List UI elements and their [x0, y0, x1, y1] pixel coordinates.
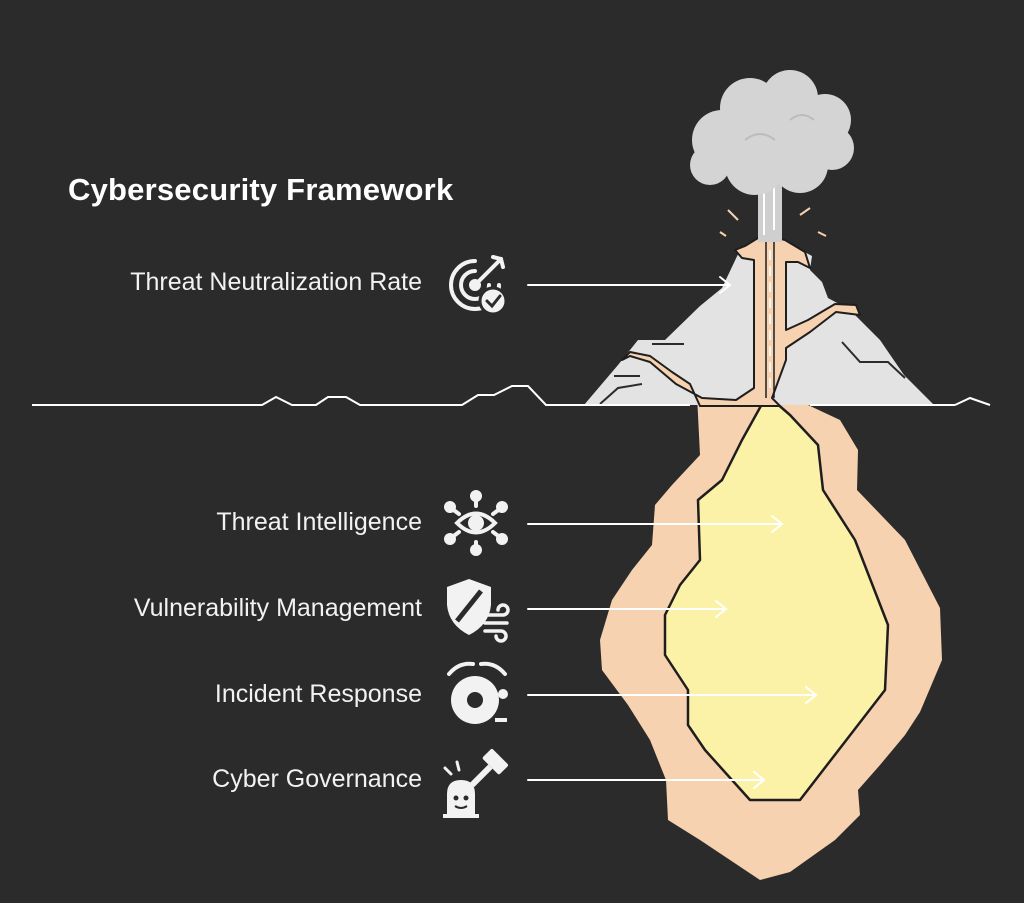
cloud-detail — [789, 114, 815, 121]
label-incident-response: Incident Response — [214, 680, 422, 708]
shield-wind-icon — [447, 579, 510, 643]
arrow-vulnerability-management — [527, 600, 728, 618]
rock-detail — [599, 383, 643, 405]
ground-line — [32, 385, 690, 406]
spark — [817, 231, 827, 237]
arrow-threat-intelligence — [527, 515, 784, 533]
cloud-detail — [744, 133, 776, 141]
label-vulnerability-management: Vulnerability Management — [133, 594, 422, 622]
label-threat-intelligence: Threat Intelligence — [216, 508, 422, 536]
connectors — [527, 276, 818, 789]
spark — [799, 207, 811, 216]
magma-inner — [663, 393, 890, 802]
diagram-title: Cybersecurity Framework — [68, 172, 454, 207]
eruption-cloud — [690, 70, 854, 242]
magma-chamber — [600, 388, 942, 880]
spark — [727, 209, 739, 221]
target-check-icon — [449, 255, 508, 316]
arrow-cyber-governance — [527, 771, 766, 789]
rock-detail — [841, 341, 906, 379]
label-threat-neutralization-rate: Threat Neutralization Rate — [130, 268, 422, 296]
spark — [719, 231, 727, 237]
label-cyber-governance: Cyber Governance — [212, 765, 422, 793]
volcano-cone — [584, 235, 934, 407]
gavel-siren-icon — [443, 749, 508, 818]
eye-network-icon — [444, 490, 508, 556]
alarm-bell-icon — [447, 661, 508, 724]
arrow-incident-response — [527, 686, 818, 704]
ground-line-right-end — [954, 396, 991, 406]
arrow-threat-neutralization-rate — [527, 276, 732, 294]
smoke-cloud — [690, 70, 854, 195]
